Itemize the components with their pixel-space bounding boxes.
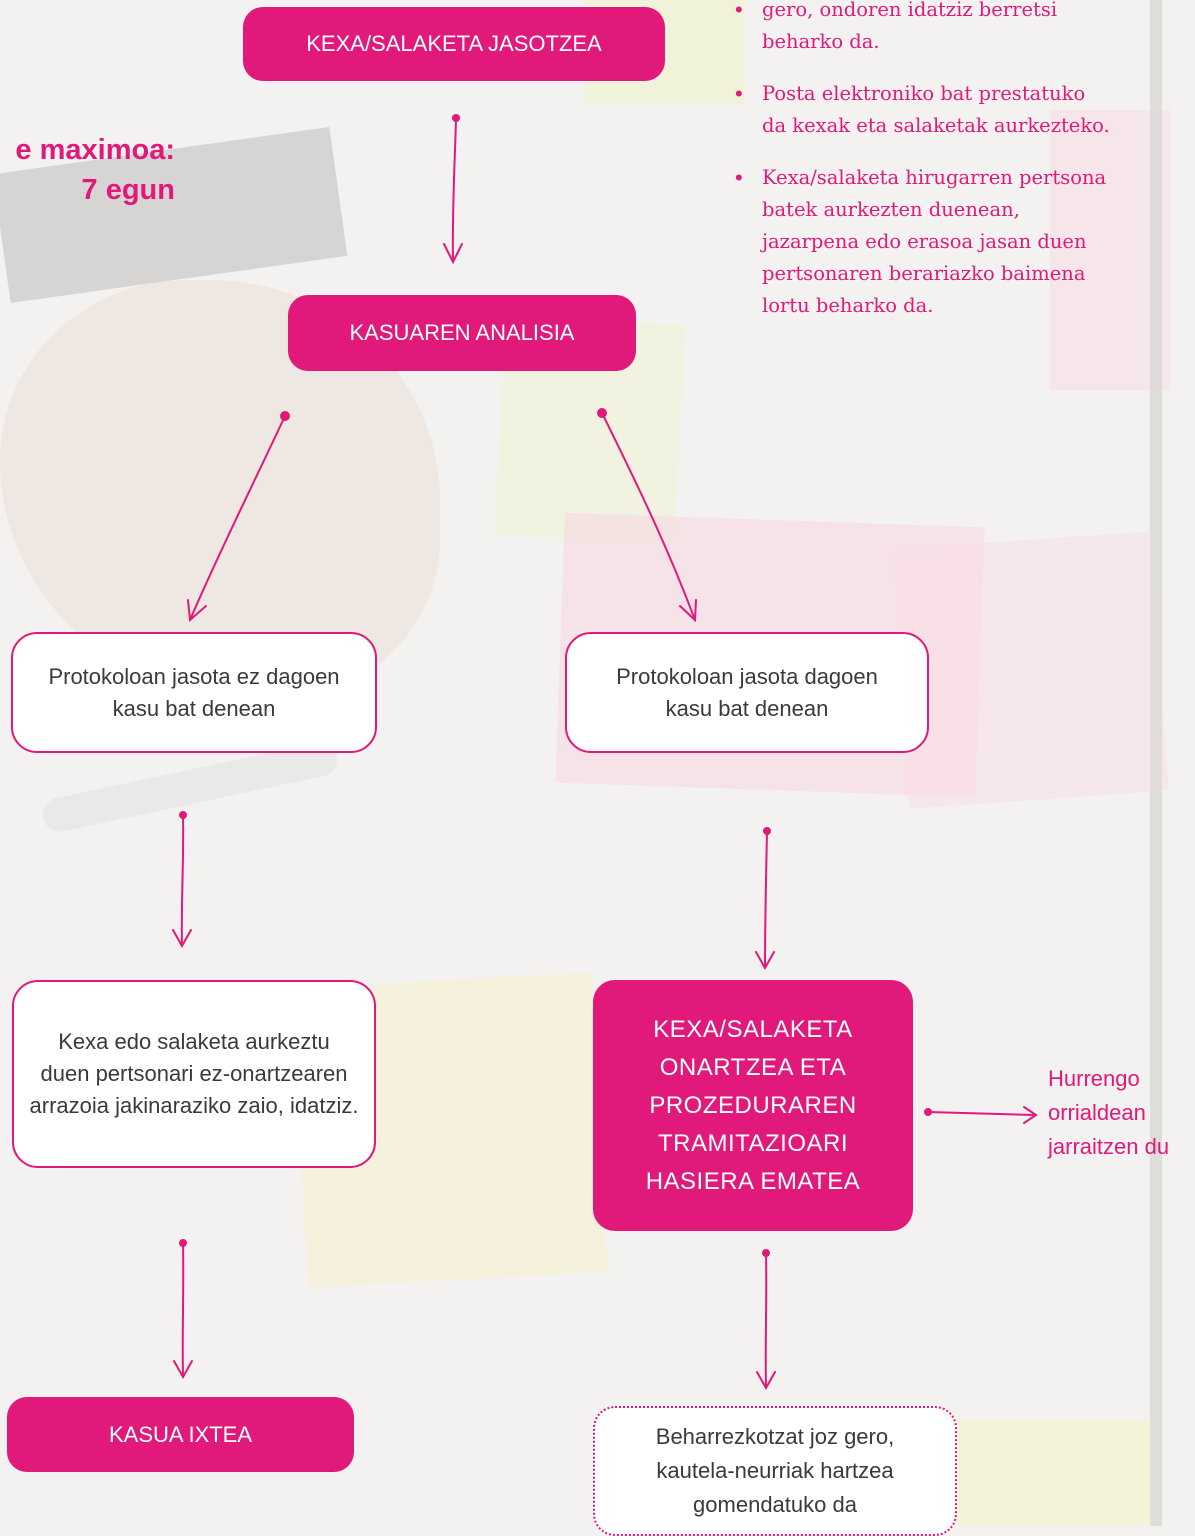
node-in-protocol: Protokoloan jasota dagoen kasu bat denea… bbox=[565, 632, 929, 753]
node-label: Kexa edo salaketa aurkeztu duen pertsona… bbox=[29, 1029, 359, 1118]
arrow-not-in-protocol-to-inform bbox=[172, 811, 192, 949]
arrow-analysis-to-not-in-protocol bbox=[187, 411, 290, 623]
continue-next-page-note: Hurrengo orrialdean jarraitzen du bbox=[1048, 1066, 1170, 1159]
arrow-continue-next-page bbox=[924, 1106, 1038, 1124]
note-item: Kexa/salaketa hirugarren pertsona batek … bbox=[735, 162, 1155, 322]
time-limit-label: e maximoa: 7 egun bbox=[15, 134, 175, 206]
node-analysis: KASUAREN ANALISIA bbox=[288, 295, 636, 371]
node-label: KEXA/SALAKETA JASOTZEA bbox=[306, 31, 602, 56]
node-label: KASUA IXTEA bbox=[108, 1421, 253, 1447]
arrow-accept-to-precautions bbox=[756, 1249, 776, 1391]
node-inform-reason: Kexa edo salaketa aurkeztu duen pertsona… bbox=[12, 980, 376, 1168]
whiteboard-frame bbox=[1150, 0, 1162, 1526]
node-label: KEXA/SALAKETA ONARTZEA ETA PROZEDURAREN … bbox=[645, 1015, 861, 1195]
note-item: gero, ondoren idatziz berretsi beharko d… bbox=[735, 0, 1155, 58]
node-accept-start: KEXA/SALAKETA ONARTZEA ETA PROZEDURAREN … bbox=[593, 980, 913, 1231]
arrow-receive-to-analysis bbox=[443, 114, 463, 265]
notes-list: gero, ondoren idatziz berretsi beharko d… bbox=[735, 0, 1155, 342]
arrow-in-protocol-to-accept bbox=[755, 827, 775, 971]
node-label: Protokoloan jasota dagoen kasu bat denea… bbox=[616, 663, 878, 721]
node-not-in-protocol: Protokoloan jasota ez dagoen kasu bat de… bbox=[11, 632, 377, 753]
arrow-inform-to-close bbox=[173, 1239, 193, 1380]
node-receive: KEXA/SALAKETA JASOTZEA bbox=[243, 7, 665, 81]
node-label: Beharrezkotzat joz gero, kautela-neurria… bbox=[655, 1424, 895, 1517]
node-label: Protokoloan jasota ez dagoen kasu bat de… bbox=[48, 663, 340, 721]
node-precautions: Beharrezkotzat joz gero, kautela-neurria… bbox=[593, 1406, 957, 1536]
node-close-case: KASUA IXTEA bbox=[7, 1397, 354, 1472]
arrow-analysis-to-in-protocol bbox=[597, 408, 697, 623]
note-item: Posta elektroniko bat prestatuko da kexa… bbox=[735, 78, 1155, 142]
sticky-note bbox=[930, 1420, 1160, 1526]
node-label: KASUAREN ANALISIA bbox=[349, 320, 575, 345]
